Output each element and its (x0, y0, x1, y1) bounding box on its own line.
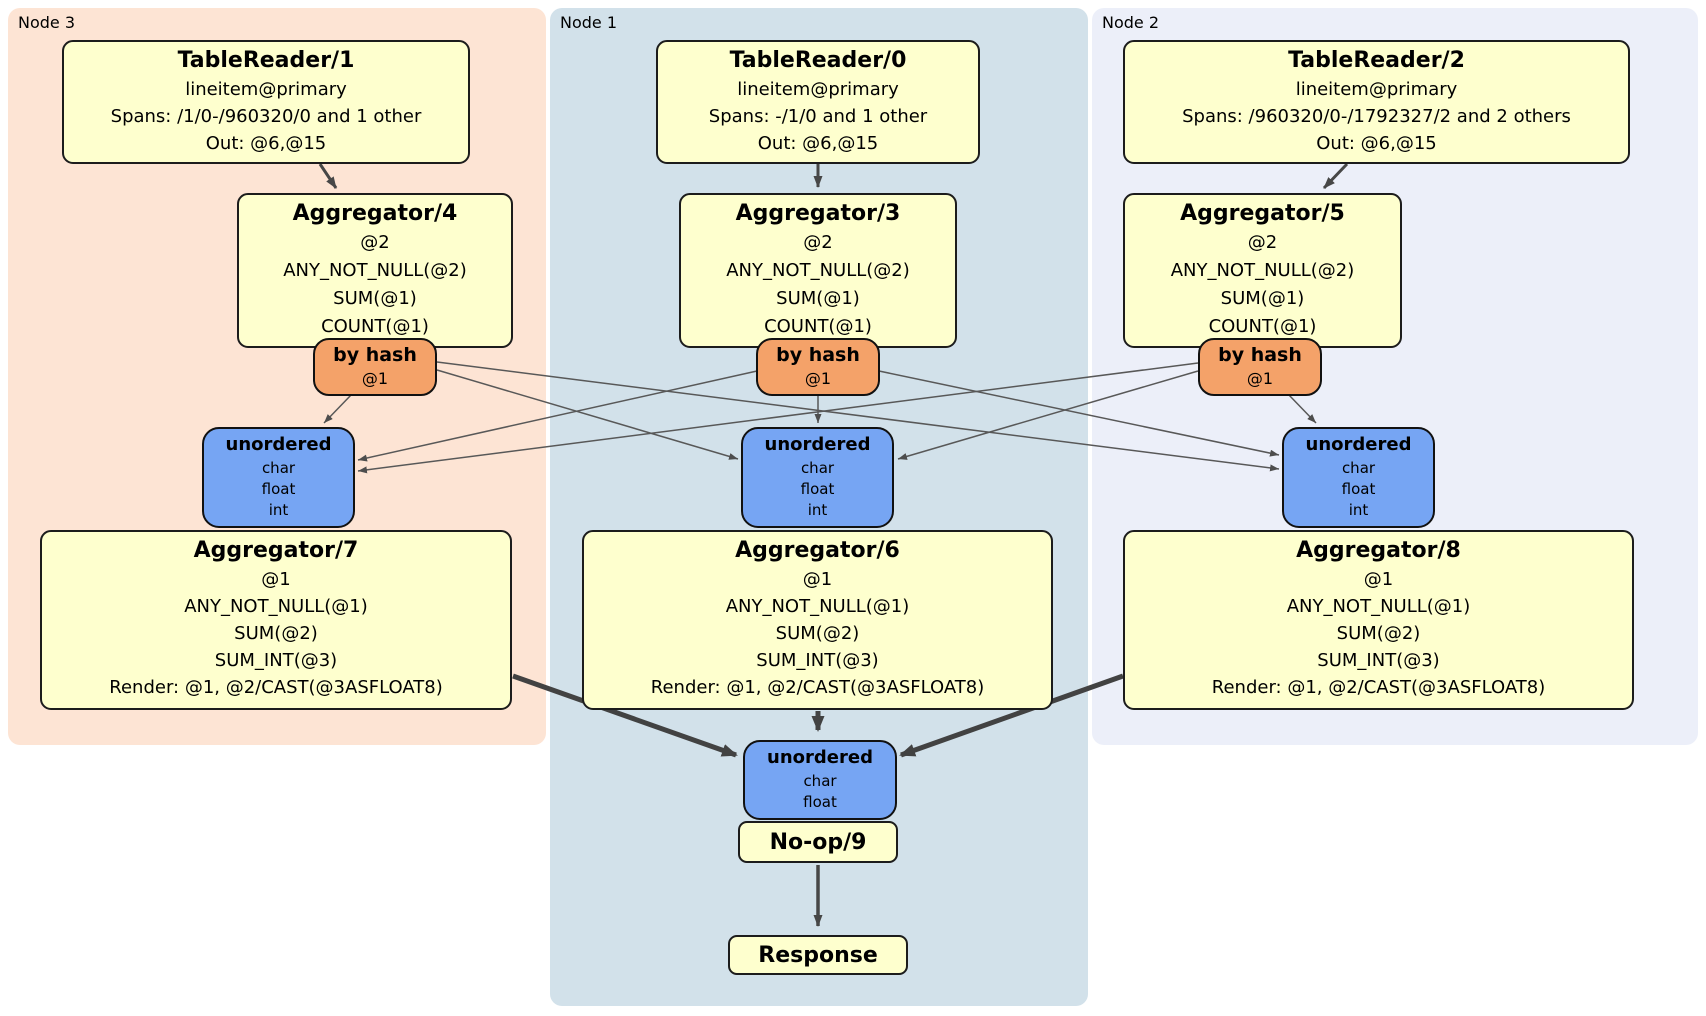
box-title: TableReader/0 (729, 48, 907, 73)
router-line: @1 (804, 369, 832, 388)
router-title: by hash (333, 344, 417, 366)
sync-line: char (800, 459, 835, 477)
box-line: SUM(@1) (1220, 288, 1305, 309)
box-line: SUM_INT(@3) (1317, 650, 1440, 671)
sync-line: float (261, 480, 296, 498)
sync-line: char (1341, 459, 1376, 477)
box-title: TableReader/2 (1288, 48, 1465, 73)
sync-line: int (1348, 501, 1369, 519)
box-tablereader-1: TableReader/1 lineitem@primary Spans: /1… (62, 40, 470, 164)
box-line: COUNT(@1) (321, 316, 429, 337)
box-line: @2 (1247, 232, 1278, 253)
router-by-hash-5: by hash @1 (1198, 338, 1322, 396)
sync-unordered-middle: unordered char float int (741, 427, 894, 528)
box-line: lineitem@primary (737, 79, 899, 100)
box-line: Render: @1, @2/CAST(@3ASFLOAT8) (650, 677, 985, 698)
sync-unordered-right: unordered char float int (1282, 427, 1435, 528)
box-line: SUM(@2) (1336, 623, 1421, 644)
box-line: Spans: /1/0-/960320/0 and 1 other (110, 106, 422, 127)
box-response: Response (728, 935, 908, 975)
box-line: ANY_NOT_NULL(@2) (283, 260, 467, 281)
box-tablereader-2: TableReader/2 lineitem@primary Spans: /9… (1123, 40, 1630, 164)
sync-title: unordered (225, 434, 332, 455)
box-noop-9: No-op/9 (738, 821, 898, 863)
sync-line: char (261, 459, 296, 477)
sync-title: unordered (764, 434, 871, 455)
box-aggregator-3: Aggregator/3 @2 ANY_NOT_NULL(@2) SUM(@1)… (679, 193, 957, 348)
sync-line: float (803, 793, 837, 811)
sync-line: float (800, 480, 835, 498)
box-aggregator-6: Aggregator/6 @1 ANY_NOT_NULL(@1) SUM(@2)… (582, 530, 1053, 710)
box-line: lineitem@primary (185, 79, 347, 100)
box-aggregator-7: Aggregator/7 @1 ANY_NOT_NULL(@1) SUM(@2)… (40, 530, 512, 710)
router-title: by hash (776, 344, 860, 366)
box-line: Spans: -/1/0 and 1 other (708, 106, 928, 127)
box-line: @2 (360, 232, 390, 253)
box-line: @2 (803, 232, 833, 253)
sync-line: int (268, 501, 289, 519)
box-title: Aggregator/6 (735, 538, 900, 563)
box-line: @1 (261, 569, 291, 590)
box-aggregator-8: Aggregator/8 @1 ANY_NOT_NULL(@1) SUM(@2)… (1123, 530, 1634, 710)
box-line: Out: @6,@15 (757, 133, 879, 154)
box-title: Aggregator/8 (1296, 538, 1461, 563)
sync-line: int (807, 501, 828, 519)
box-line: SUM_INT(@3) (214, 650, 338, 671)
panel-node2-label: Node 2 (1102, 13, 1160, 32)
box-line: Out: @6,@15 (205, 133, 327, 154)
box-title: Aggregator/4 (292, 201, 458, 226)
box-line: @1 (1363, 569, 1394, 590)
router-line: @1 (361, 369, 389, 388)
box-line: Render: @1, @2/CAST(@3ASFLOAT8) (1211, 677, 1546, 698)
box-title: Response (758, 943, 878, 968)
box-title: Aggregator/3 (735, 201, 901, 226)
sync-title: unordered (767, 747, 873, 768)
sync-unordered-left: unordered char float int (202, 427, 355, 528)
sync-unordered-final: unordered char float (743, 740, 897, 820)
box-aggregator-4: Aggregator/4 @2 ANY_NOT_NULL(@2) SUM(@1)… (237, 193, 513, 348)
box-line: ANY_NOT_NULL(@2) (726, 260, 910, 281)
box-aggregator-5: Aggregator/5 @2 ANY_NOT_NULL(@2) SUM(@1)… (1123, 193, 1402, 348)
box-line: SUM(@2) (234, 623, 318, 644)
box-title: Aggregator/5 (1180, 201, 1345, 226)
router-by-hash-3: by hash @1 (756, 338, 880, 396)
sync-line: float (1341, 480, 1376, 498)
box-line: ANY_NOT_NULL(@2) (1170, 260, 1355, 281)
box-title: TableReader/1 (177, 48, 355, 73)
box-line: SUM(@1) (333, 288, 417, 309)
box-line: Render: @1, @2/CAST(@3ASFLOAT8) (109, 677, 443, 698)
box-line: SUM_INT(@3) (756, 650, 879, 671)
box-line: ANY_NOT_NULL(@1) (1286, 596, 1471, 617)
box-line: lineitem@primary (1295, 79, 1458, 100)
box-line: COUNT(@1) (1208, 316, 1317, 337)
sync-title: unordered (1305, 434, 1412, 455)
panel-node3-label: Node 3 (18, 13, 76, 32)
box-line: @1 (802, 569, 833, 590)
box-tablereader-0: TableReader/0 lineitem@primary Spans: -/… (656, 40, 980, 164)
box-line: SUM(@1) (776, 288, 860, 309)
box-line: COUNT(@1) (764, 316, 872, 337)
box-title: Aggregator/7 (193, 538, 359, 563)
box-line: ANY_NOT_NULL(@1) (725, 596, 910, 617)
box-line: Spans: /960320/0-/1792327/2 and 2 others (1182, 106, 1571, 127)
panel-node1-label: Node 1 (560, 13, 618, 32)
router-line: @1 (1246, 369, 1274, 388)
box-line: ANY_NOT_NULL(@1) (184, 596, 368, 617)
box-line: Out: @6,@15 (1316, 133, 1437, 154)
box-title: No-op/9 (769, 830, 867, 855)
sync-line: char (803, 772, 837, 790)
box-line: SUM(@2) (775, 623, 860, 644)
router-by-hash-4: by hash @1 (313, 338, 437, 396)
router-title: by hash (1218, 344, 1302, 366)
